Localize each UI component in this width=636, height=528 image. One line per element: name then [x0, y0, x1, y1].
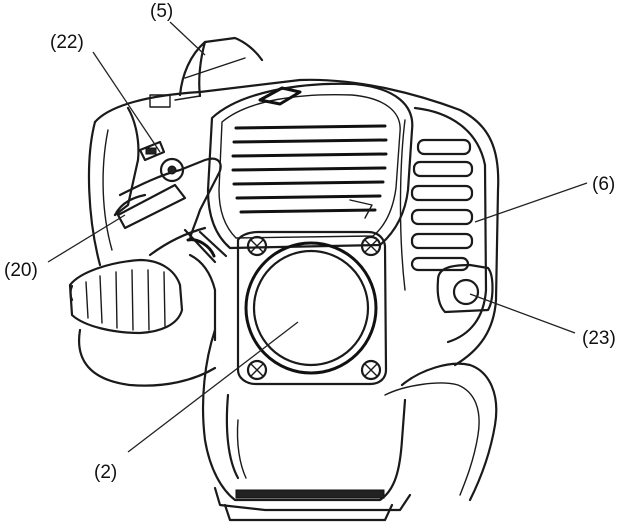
callout-22: (22) [50, 32, 84, 53]
leader-23 [469, 293, 576, 334]
leader-22 [92, 51, 161, 153]
side-vents [410, 138, 474, 272]
leader-5 [169, 21, 206, 56]
callout-20: (20) [4, 260, 38, 281]
plate-screw [360, 359, 382, 381]
leader-20 [47, 214, 126, 263]
engine-housing [87, 78, 500, 367]
plate-screw [360, 235, 382, 257]
choke-lever-assembly [113, 106, 228, 264]
clutch-cover [244, 241, 378, 375]
plate-screw [246, 359, 268, 381]
fuel-tank [78, 226, 217, 387]
callout-labels: (5) (22) (6) (20) (23) (2) [4, 1, 616, 483]
callout-2: (2) [94, 462, 117, 483]
fuel-cap [68, 258, 184, 335]
callout-6: (6) [592, 174, 615, 195]
top-cover [149, 36, 264, 108]
callout-5: (5) [150, 1, 173, 22]
callout-23: (23) [582, 328, 616, 349]
front-plate [236, 230, 388, 386]
leader-lines [47, 21, 588, 453]
cylinder-cover [206, 82, 414, 250]
leader-6 [474, 182, 588, 223]
leader-2 [127, 321, 299, 453]
plate-screw [246, 235, 268, 257]
cylinder-vent-slats [231, 124, 388, 214]
lower-housing [201, 328, 498, 522]
stop-switch [436, 263, 494, 314]
